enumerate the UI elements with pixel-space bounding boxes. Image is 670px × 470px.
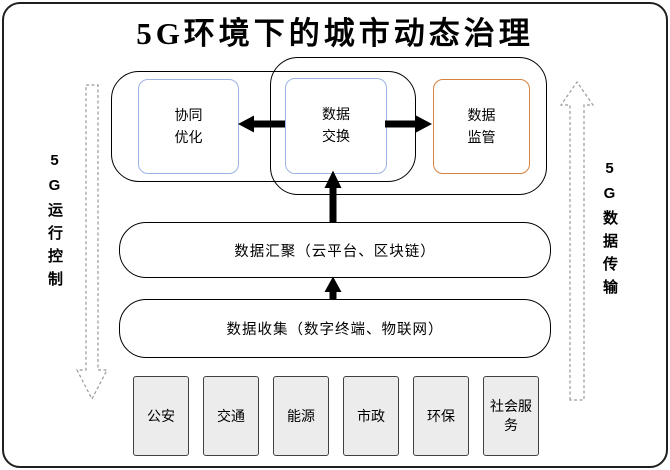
left-flow-label: 5G运行控制 xyxy=(46,152,63,294)
layer-label: 数据汇聚（云平台、区块链） xyxy=(234,243,436,260)
node-label-line: 数据 xyxy=(467,106,496,123)
source-label: 交通 xyxy=(217,407,245,424)
source-label: 社会服务 xyxy=(490,398,532,433)
arrow-5g-data-up xyxy=(559,80,595,401)
source-box-transportation: 交通 xyxy=(203,376,259,456)
source-label: 公安 xyxy=(147,407,175,424)
layer-data-collection: 数据收集（数字终端、物联网） xyxy=(119,299,551,358)
node-data-supervision: 数据 监管 xyxy=(433,79,530,174)
node-label-line: 优化 xyxy=(174,128,203,145)
layer-label: 数据收集（数字终端、物联网） xyxy=(226,322,444,338)
arrow-collection-to-aggregation xyxy=(324,276,342,300)
source-box-environment: 环保 xyxy=(413,376,469,456)
arrow-5g-control-down xyxy=(76,84,108,401)
source-box-energy: 能源 xyxy=(273,376,329,456)
node-label-line: 数据 xyxy=(322,106,350,123)
node-label-line: 监管 xyxy=(467,128,496,145)
source-box-social-services: 社会服务 xyxy=(483,376,539,456)
layer-data-aggregation: 数据汇聚（云平台、区块链） xyxy=(119,222,551,278)
right-flow-label: 5G数据传输 xyxy=(601,160,618,302)
node-collaborative-optimization: 协同 优化 xyxy=(138,79,239,174)
source-label: 环保 xyxy=(427,407,455,424)
source-box-municipal: 市政 xyxy=(343,376,399,456)
node-label-line: 交换 xyxy=(322,128,350,144)
diagram-title: 5G环境下的城市动态治理 xyxy=(136,16,534,51)
source-box-public-security: 公安 xyxy=(133,376,189,456)
node-label-line: 协同 xyxy=(174,106,203,123)
source-label: 能源 xyxy=(287,407,315,424)
source-label: 市政 xyxy=(357,407,385,424)
node-data-exchange: 数据 交换 xyxy=(285,78,387,174)
